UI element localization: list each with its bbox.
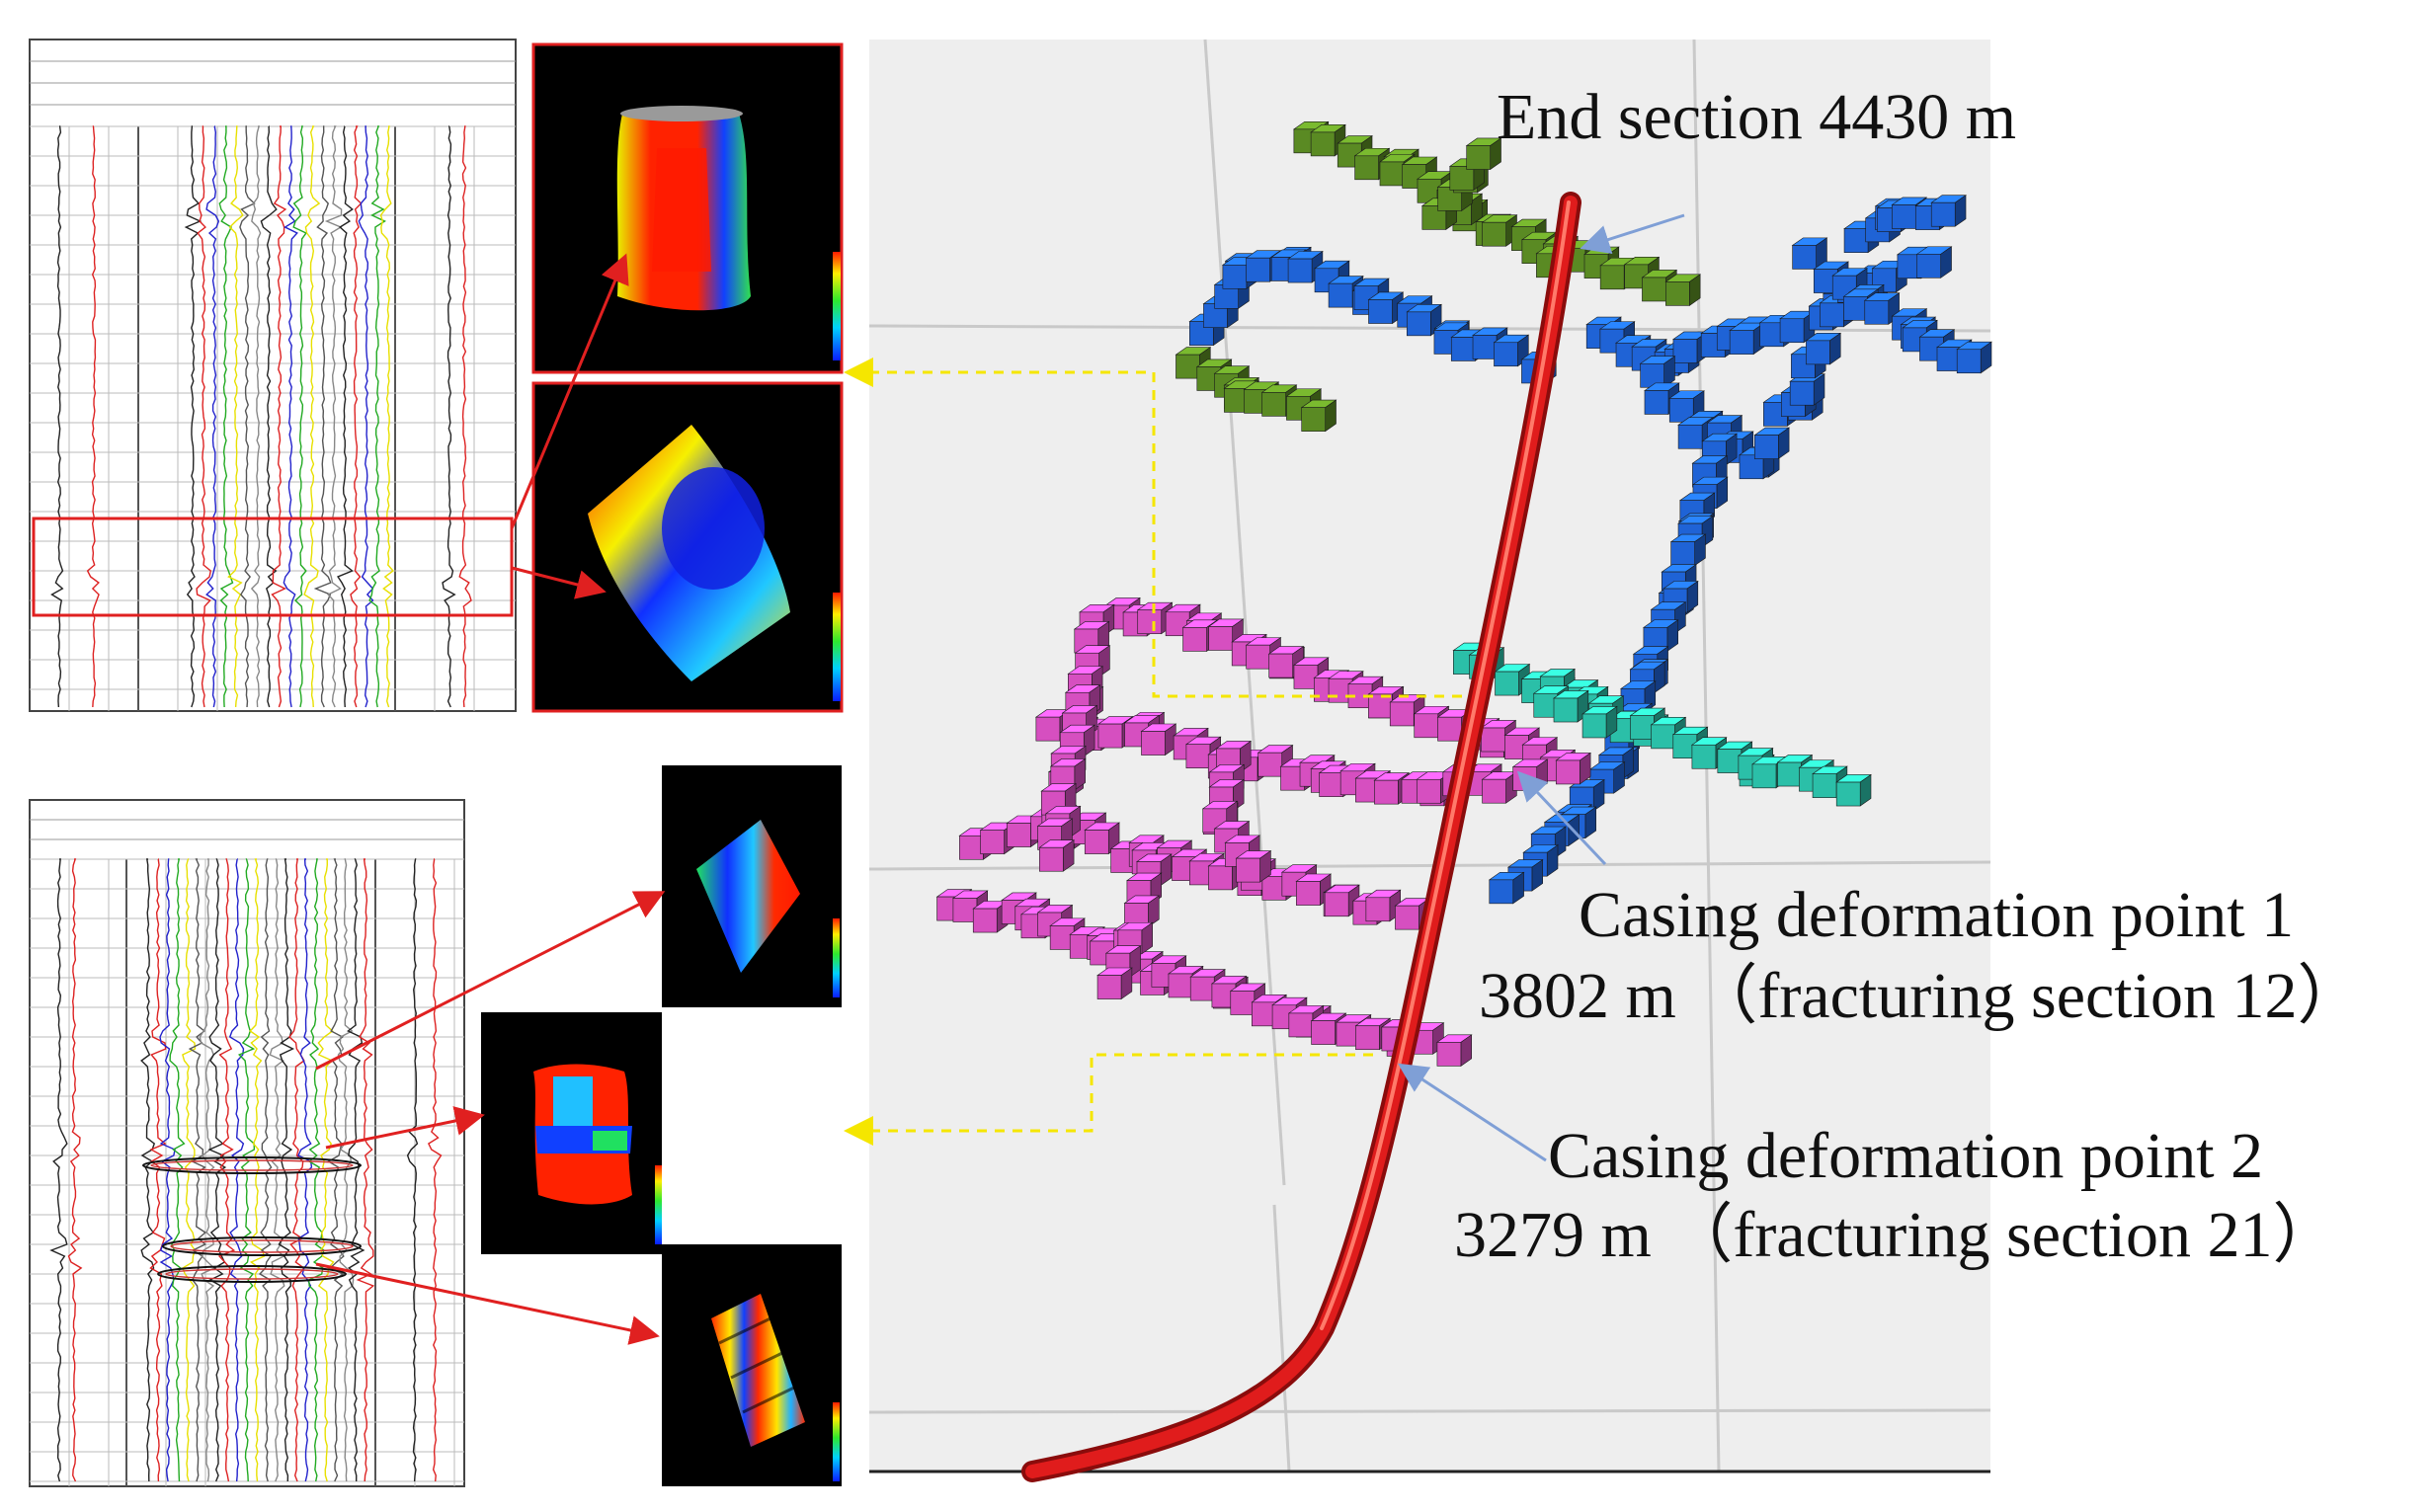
callout-arrows (315, 253, 666, 1345)
well-log-panel-bottom (29, 799, 465, 1487)
yellow-guides (844, 358, 1462, 1146)
caliper-image-2 (531, 381, 844, 713)
log-anomaly-box-top (32, 517, 514, 617)
microseismic-3d-scene: End section 4430 m Casing deformation po… (868, 39, 2362, 1482)
caliper-image-1 (531, 42, 844, 374)
point1-title: Casing deformation point 1 (1579, 879, 2294, 951)
end-section-pointer (1580, 213, 1685, 254)
stage-cluster-teal (1452, 642, 1872, 807)
point1-detail: 3802 m （fracturing section 12） (1479, 960, 2362, 1032)
stage-cluster-magenta (935, 597, 1592, 1067)
point1-pointer (1516, 770, 1607, 866)
caliper-image-3 (662, 765, 842, 1007)
point2-detail: 3279 m （fracturing section 21） (1454, 1199, 2337, 1271)
point2-title: Casing deformation point 2 (1548, 1120, 2263, 1192)
caliper-image-5 (662, 1244, 842, 1486)
end-section-label: End section 4430 m (1497, 81, 2016, 153)
caliper-image-4 (481, 1012, 662, 1254)
point2-pointer (1397, 1063, 1547, 1162)
well-log-panel-top (29, 39, 517, 712)
